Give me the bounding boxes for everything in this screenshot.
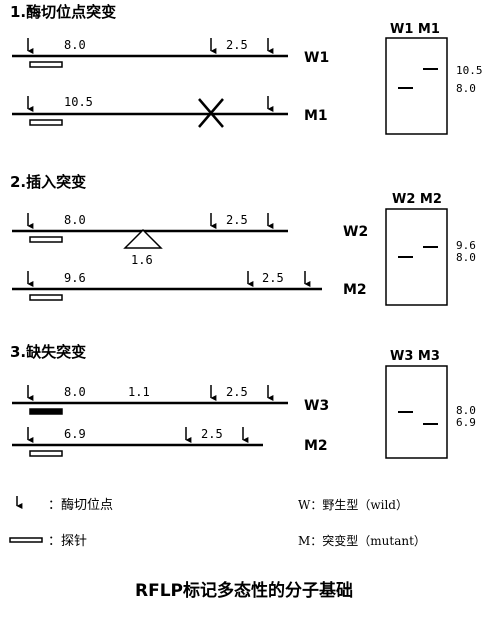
legend-probe: ：探针 <box>48 534 87 549</box>
probe-icon <box>29 408 63 415</box>
probe-icon <box>29 236 63 243</box>
gel-1: W1 M1 10.5 8.0 <box>385 22 483 135</box>
probe-icon <box>29 61 63 68</box>
m1-label: M1 <box>304 108 328 124</box>
m2-row: 9.6 2.5 M2 <box>12 271 367 301</box>
probe-icon <box>29 119 63 126</box>
gel-2: W2 M2 9.6 8.0 <box>385 192 476 306</box>
gel-2-size-label: 9.6 <box>456 239 476 252</box>
m2-fragment-label: 9.6 <box>64 271 86 285</box>
gel-3-box <box>385 365 448 459</box>
gel-3-header: W3 M3 <box>390 349 440 364</box>
m3-label: M2 <box>304 438 328 454</box>
m1-row: 10.5 M1 <box>12 95 328 128</box>
probe-icon <box>29 450 63 457</box>
w1-fragment-label: 2.5 <box>226 38 248 52</box>
gel-3-size-label: 8.0 <box>456 404 476 417</box>
probe-legend-icon <box>9 537 43 543</box>
gel-3: W3 M3 8.0 6.9 <box>385 349 476 459</box>
gel-2-header: W2 M2 <box>392 192 442 207</box>
gel-1-size-label: 10.5 <box>456 64 483 77</box>
m3-fragment-label: 6.9 <box>64 427 86 441</box>
w1-fragment-label: 8.0 <box>64 38 86 52</box>
w3-label: W3 <box>304 398 329 414</box>
gel-1-box <box>385 37 448 135</box>
deletion-size-label: 1.1 <box>128 385 150 399</box>
legend: ：酶切位点 ：探针 W：野生型（wild） M：突变型（mutant） <box>9 496 426 549</box>
insertion-size-label: 1.6 <box>131 253 153 267</box>
legend-mutant: M：突变型（mutant） <box>298 533 426 548</box>
gel-1-size-label: 8.0 <box>456 82 476 95</box>
m3-row: 6.9 2.5 M2 <box>12 427 328 457</box>
w2-fragment-label: 8.0 <box>64 213 86 227</box>
legend-wild: W：野生型（wild） <box>298 498 408 512</box>
section-1-heading: 1.酶切位点突变 <box>10 3 116 21</box>
w2-label: W2 <box>343 224 368 240</box>
w3-row: 8.0 1.1 2.5 W3 <box>12 385 329 415</box>
section-3-heading: 3.缺失突变 <box>10 343 86 361</box>
w1-row: 8.0 2.5 W1 <box>12 38 329 68</box>
section-3: 3.缺失突变 8.0 1.1 2.5 W3 6.9 2.5 M2 W3 M3 <box>10 343 476 459</box>
section-2: 2.插入突变 8.0 2.5 1.6 W2 9.6 2.5 M2 <box>10 173 476 306</box>
gel-2-size-label: 8.0 <box>456 251 476 264</box>
gel-3-size-label: 6.9 <box>456 416 476 429</box>
m1-fragment-label: 10.5 <box>64 95 93 109</box>
insertion-triangle-icon <box>123 228 163 249</box>
w3-fragment-label: 2.5 <box>226 385 248 399</box>
gel-2-box <box>385 208 448 306</box>
gel-1-header: W1 M1 <box>390 22 440 37</box>
section-2-heading: 2.插入突变 <box>10 173 86 191</box>
figure-caption: RFLP标记多态性的分子基础 <box>135 580 353 601</box>
w3-fragment-label: 8.0 <box>64 385 86 399</box>
lost-site-cross-icon <box>198 98 224 128</box>
w1-label: W1 <box>304 50 329 66</box>
section-1: 1.酶切位点突变 8.0 2.5 W1 10.5 M1 W1 M1 <box>10 3 483 135</box>
w2-fragment-label: 2.5 <box>226 213 248 227</box>
m3-fragment-label: 2.5 <box>201 427 223 441</box>
m2-fragment-label: 2.5 <box>262 271 284 285</box>
probe-icon <box>29 294 63 301</box>
w2-row: 8.0 2.5 1.6 W2 <box>12 213 368 267</box>
m2-label: M2 <box>343 282 367 298</box>
legend-cut-site: ：酶切位点 <box>48 497 113 513</box>
